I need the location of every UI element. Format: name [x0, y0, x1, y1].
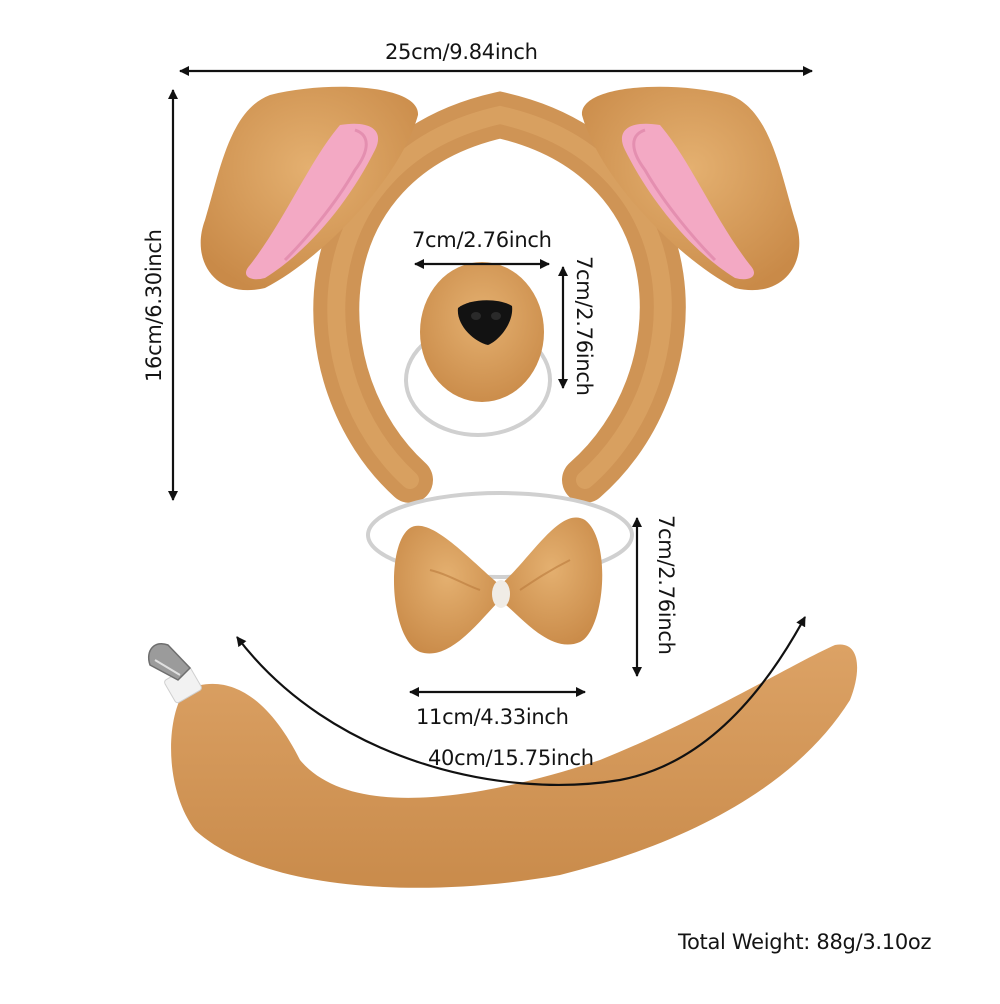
total-weight-label: Total Weight: 88g/3.10oz [678, 930, 932, 954]
tail-length-label: 40cm/15.75inch [428, 746, 594, 770]
nose-width-label: 7cm/2.76inch [412, 228, 552, 252]
nose-height-label: 7cm/2.76inch [572, 256, 596, 396]
headband-width-label: 25cm/9.84inch [385, 40, 538, 64]
bowtie-width-label: 11cm/4.33inch [416, 705, 569, 729]
headband-height-label: 16cm/6.30inch [142, 229, 166, 382]
tail-length-arrow [236, 616, 806, 786]
right-ear [581, 86, 800, 291]
bowtie-height-label: 7cm/2.76inch [654, 515, 678, 655]
dimension-arrows [168, 66, 813, 786]
tail [148, 643, 858, 888]
left-ear [200, 86, 419, 291]
headband [313, 91, 686, 503]
bow-tie [393, 517, 603, 654]
nose-piece [420, 262, 544, 402]
